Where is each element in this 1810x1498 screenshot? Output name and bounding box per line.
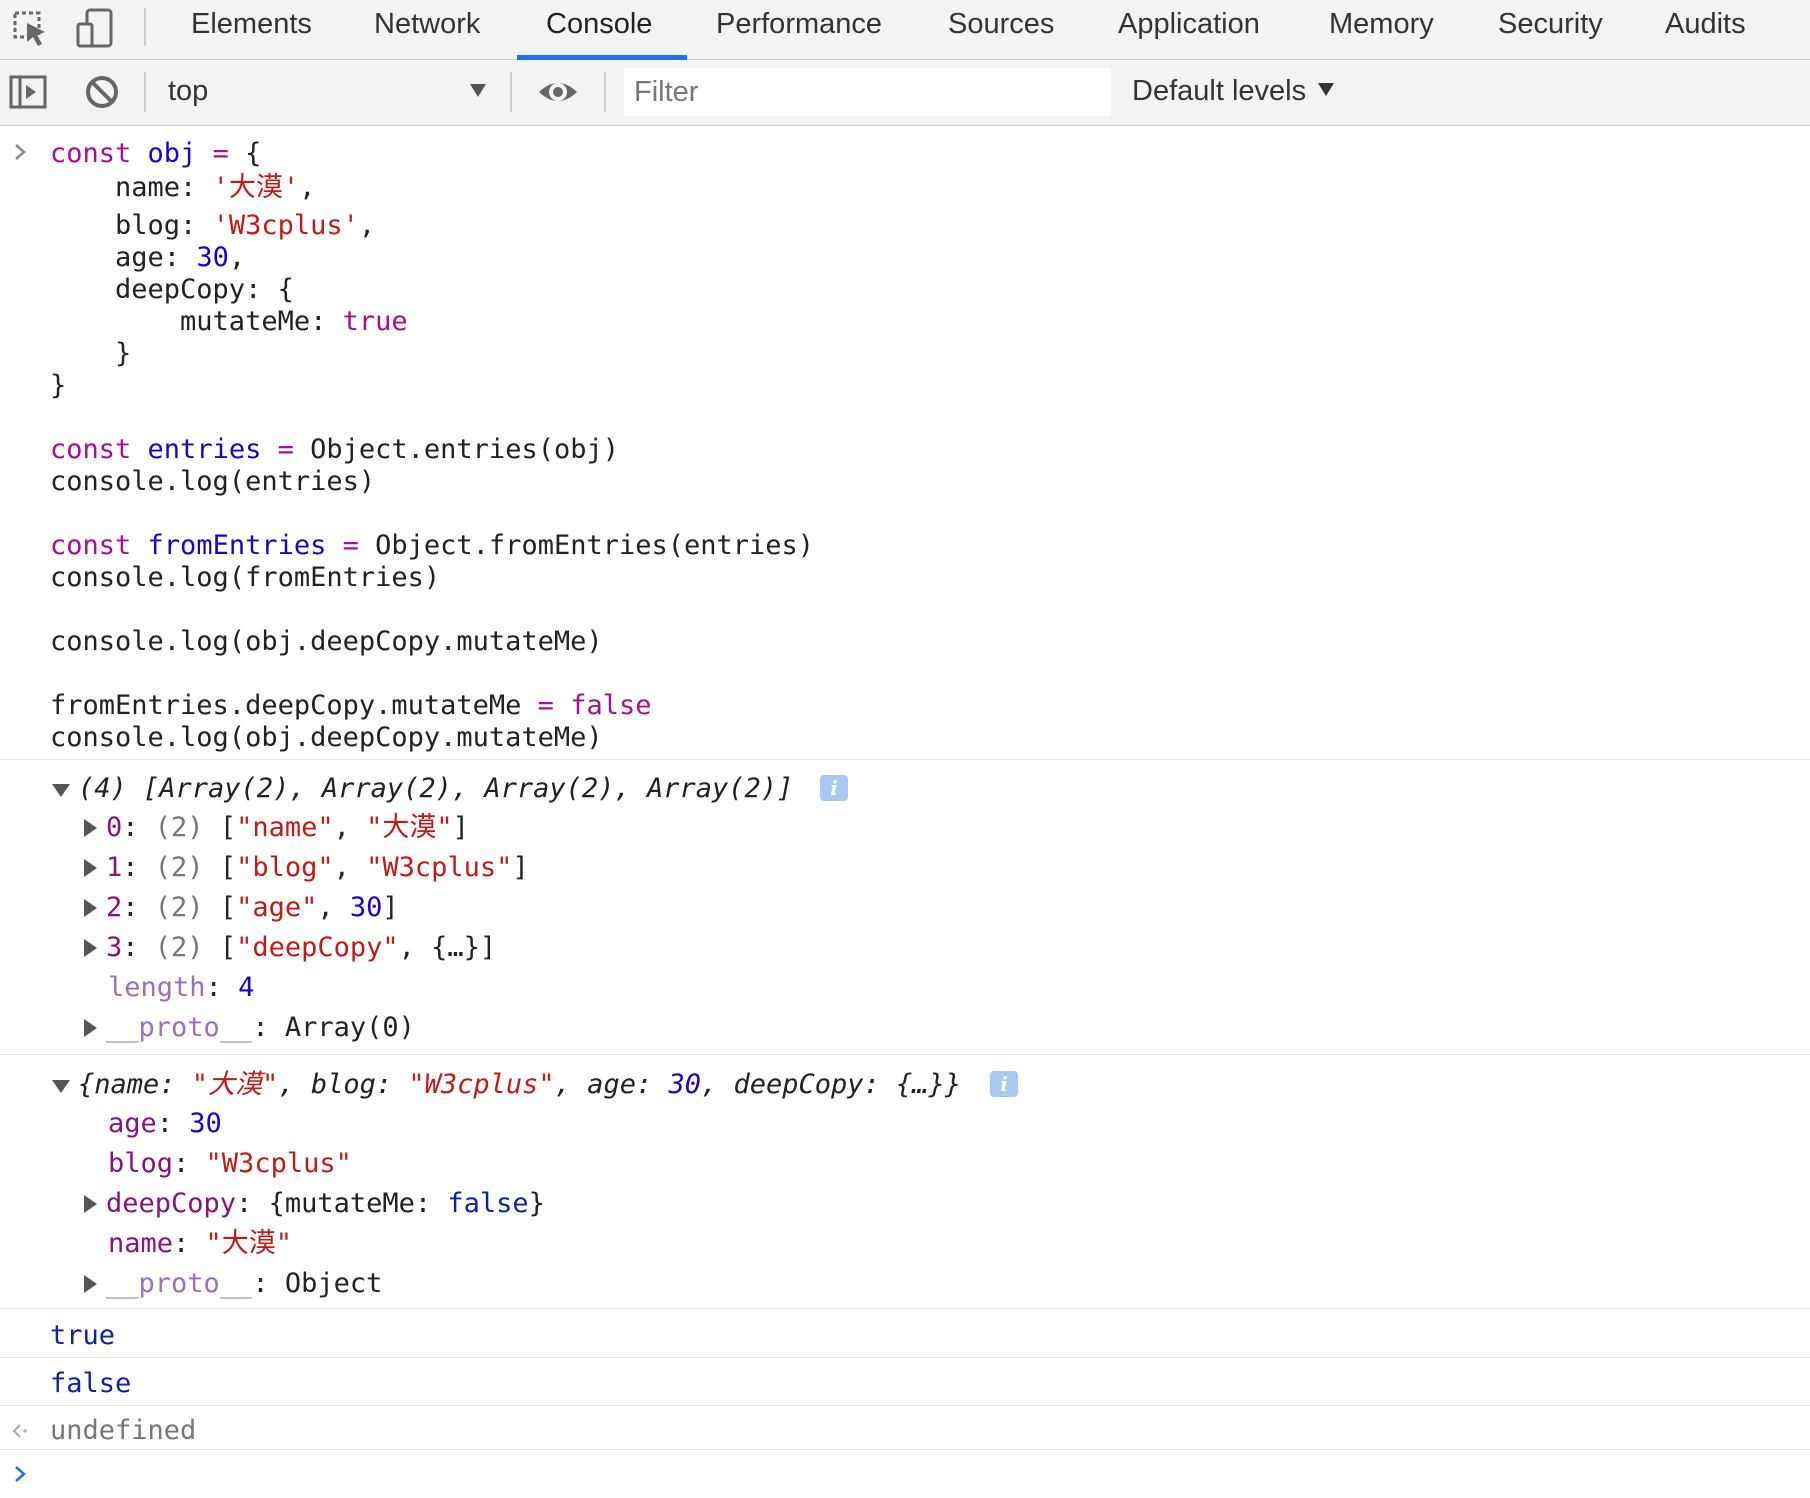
array-proto[interactable]: __proto__: Array(0): [106, 1012, 415, 1043]
return-value: undefined: [50, 1415, 197, 1446]
object-property: name: "大漠": [108, 1228, 293, 1259]
log-false: false: [50, 1368, 132, 1399]
tab-security[interactable]: Security: [1498, 8, 1603, 40]
device-toolbar-icon[interactable]: [74, 6, 118, 50]
message-divider: [0, 1357, 1810, 1358]
object-property: age: 30: [108, 1108, 222, 1139]
code-line: console.log(obj.deepCopy.mutateMe): [50, 722, 603, 753]
tab-memory[interactable]: Memory: [1329, 8, 1434, 40]
default-levels-label: Default levels: [1132, 75, 1307, 107]
array-entry[interactable]: 2: (2) ["age", 30]: [106, 892, 399, 923]
array-length: length: 4: [108, 972, 255, 1003]
tab-sources[interactable]: Sources: [948, 8, 1055, 40]
code-line: mutateMe: true: [50, 306, 408, 337]
active-tab-indicator: [517, 55, 687, 60]
code-line: deepCopy: {: [50, 274, 294, 305]
toolbar-divider: [144, 8, 146, 46]
message-divider: [0, 1054, 1810, 1055]
devtools-tab-bar: Elements Network Console Performance Sou…: [0, 0, 1810, 60]
expand-arrow-icon[interactable]: [84, 1275, 97, 1293]
code-line: }: [50, 338, 132, 369]
inspect-element-icon[interactable]: [8, 6, 52, 50]
message-divider: [0, 759, 1810, 760]
log-true: true: [50, 1320, 116, 1351]
expand-arrow-icon[interactable]: [84, 899, 97, 917]
expand-arrow-icon[interactable]: [84, 859, 97, 877]
code-line: const obj = {: [50, 138, 262, 169]
tab-console[interactable]: Console: [546, 8, 653, 40]
clear-console-icon[interactable]: [82, 72, 122, 112]
chevron-down-icon: [1318, 83, 1335, 96]
show-console-sidebar-icon[interactable]: [8, 72, 48, 112]
object-property: blog: "W3cplus": [108, 1148, 352, 1179]
tab-performance[interactable]: Performance: [716, 8, 883, 40]
object-property[interactable]: deepCopy: {mutateMe: false}: [106, 1188, 545, 1219]
context-dropdown-arrow-icon[interactable]: [470, 84, 486, 97]
collapse-arrow-icon[interactable]: [52, 1080, 70, 1093]
collapse-arrow-icon[interactable]: [52, 784, 70, 797]
code-line: blog: 'W3cplus',: [50, 210, 376, 241]
code-line: console.log(fromEntries): [50, 562, 441, 593]
prompt-chevron-icon: [12, 142, 28, 167]
array-summary[interactable]: (4) [Array(2), Array(2), Array(2), Array…: [78, 773, 794, 804]
code-line: name: '大漠',: [50, 172, 316, 203]
filter-input[interactable]: [624, 68, 1111, 116]
tab-elements[interactable]: Elements: [191, 8, 312, 40]
message-divider: [0, 1405, 1810, 1406]
result-arrow-icon: [10, 1421, 32, 1446]
toolbar-divider: [510, 72, 512, 112]
code-line: age: 30,: [50, 242, 246, 273]
info-icon[interactable]: i: [820, 775, 848, 801]
message-divider: [0, 1308, 1810, 1309]
code-line: console.log(entries): [50, 466, 376, 497]
default-levels-dropdown[interactable]: Default levels: [1132, 75, 1335, 108]
expand-arrow-icon[interactable]: [84, 1019, 97, 1037]
toolbar-divider: [604, 72, 606, 112]
prompt-chevron-icon[interactable]: [12, 1464, 28, 1489]
code-line: console.log(obj.deepCopy.mutateMe): [50, 626, 603, 657]
tab-network[interactable]: Network: [374, 8, 481, 40]
tab-audits[interactable]: Audits: [1665, 8, 1746, 40]
tab-application[interactable]: Application: [1118, 8, 1260, 40]
code-line: }: [50, 370, 67, 401]
toolbar-divider: [144, 72, 146, 112]
array-entry[interactable]: 0: (2) ["name", "大漠"]: [106, 812, 469, 843]
expand-arrow-icon[interactable]: [84, 819, 97, 837]
array-entry[interactable]: 3: (2) ["deepCopy", {…}]: [106, 932, 497, 963]
expand-arrow-icon[interactable]: [84, 1195, 97, 1213]
array-entry[interactable]: 1: (2) ["blog", "W3cplus"]: [106, 852, 529, 883]
code-line: const fromEntries = Object.fromEntries(e…: [50, 530, 815, 561]
console-input[interactable]: [44, 1458, 1784, 1492]
context-selector[interactable]: top: [168, 75, 209, 107]
info-icon[interactable]: i: [990, 1071, 1018, 1097]
code-line: const entries = Object.entries(obj): [50, 434, 619, 465]
live-expression-eye-icon[interactable]: [536, 72, 580, 112]
expand-arrow-icon[interactable]: [84, 939, 97, 957]
object-proto[interactable]: __proto__: Object: [106, 1268, 383, 1299]
code-line: fromEntries.deepCopy.mutateMe = false: [50, 690, 652, 721]
message-divider: [0, 1449, 1810, 1450]
object-summary[interactable]: {name: "大漠", blog: "W3cplus", age: 30, d…: [78, 1069, 962, 1100]
console-toolbar: top Default levels: [0, 60, 1810, 126]
